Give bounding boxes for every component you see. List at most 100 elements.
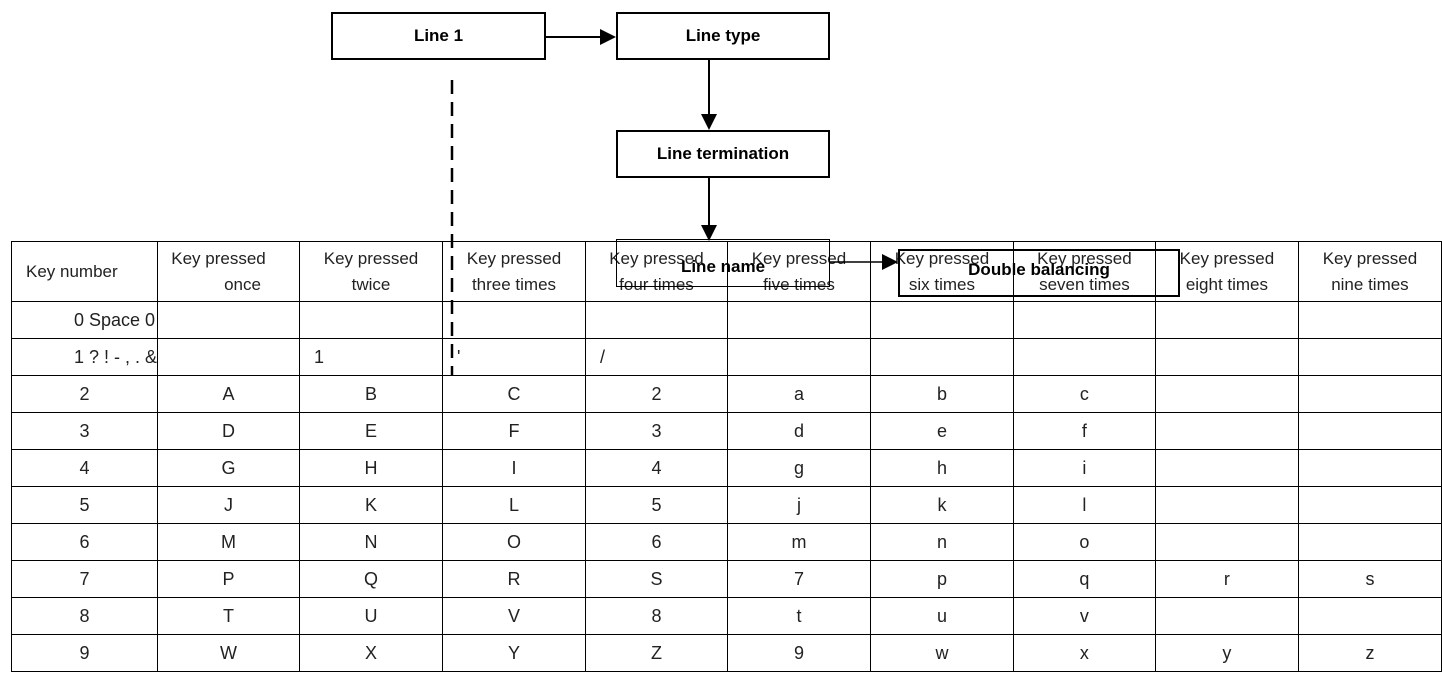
table-cell bbox=[1154, 412, 1299, 450]
table-header-cell: Key pressed twice bbox=[299, 241, 443, 302]
header-line-1: Key pressed bbox=[1322, 248, 1418, 268]
table-cell bbox=[1297, 523, 1442, 561]
table-cell bbox=[1297, 338, 1442, 376]
table-cell: 5 bbox=[10, 486, 159, 524]
table-cell: 6 bbox=[584, 523, 728, 561]
table-cell: s bbox=[1297, 560, 1442, 598]
table-cell: P bbox=[157, 560, 301, 598]
box-line-termination-label: Line termination bbox=[656, 144, 790, 163]
header-line-2: twice bbox=[351, 274, 391, 294]
table-cell bbox=[1154, 338, 1299, 376]
table-cell: d bbox=[726, 412, 871, 450]
table-cell bbox=[1154, 523, 1299, 561]
table-cell: O bbox=[442, 523, 586, 561]
table-cell: J bbox=[157, 486, 301, 524]
table-cell bbox=[1154, 449, 1299, 487]
table-cell: Z bbox=[584, 634, 728, 672]
table-cell: 8 bbox=[10, 597, 159, 635]
table-cell: U bbox=[299, 597, 443, 635]
table-cell: 8 bbox=[584, 597, 728, 635]
table-cell: H bbox=[299, 449, 443, 487]
table-cell: W bbox=[157, 634, 301, 672]
table-cell: t bbox=[726, 597, 871, 635]
table-cell: h bbox=[869, 449, 1014, 487]
arrowhead-line1-to-linetype bbox=[600, 29, 616, 45]
header-line-1: Key pressed bbox=[171, 248, 266, 268]
header-line-2: four times bbox=[619, 274, 694, 294]
header-line-2: once bbox=[224, 274, 261, 294]
table-cell: p bbox=[869, 560, 1014, 598]
header-line-2: nine times bbox=[1331, 274, 1409, 294]
table-cell: A bbox=[157, 375, 301, 413]
table-cell: M bbox=[157, 523, 301, 561]
table-cell: w bbox=[869, 634, 1014, 672]
table-cell: ' bbox=[442, 338, 586, 376]
header-line-2: six times bbox=[908, 274, 975, 294]
table-cell bbox=[157, 338, 301, 376]
table-cell: 1 bbox=[299, 338, 443, 376]
table-cell: E bbox=[299, 412, 443, 450]
table-cell: B bbox=[299, 375, 443, 413]
table-cell: T bbox=[157, 597, 301, 635]
table-cell: Q bbox=[299, 560, 443, 598]
table-cell: 9 bbox=[726, 634, 871, 672]
table-cell: 4 bbox=[10, 449, 159, 487]
table-cell: 3 bbox=[584, 412, 728, 450]
table-cell: n bbox=[869, 523, 1014, 561]
box-line-name: Line name bbox=[616, 239, 830, 287]
table-cell bbox=[1297, 301, 1442, 339]
table-cell: b bbox=[869, 375, 1014, 413]
table-cell: 7 bbox=[726, 560, 871, 598]
table-cell bbox=[1154, 301, 1299, 339]
table-cell: 2 bbox=[584, 375, 728, 413]
table-cell bbox=[1154, 597, 1299, 635]
table-cell: i bbox=[1012, 449, 1156, 487]
table-cell: C bbox=[442, 375, 586, 413]
table-cell: r bbox=[1154, 560, 1299, 598]
table-cell bbox=[1297, 412, 1442, 450]
box-line-1-label: Line 1 bbox=[413, 26, 464, 45]
table-cell bbox=[726, 338, 871, 376]
table-row: 1 ? ! - , . &1'/ bbox=[10, 338, 1442, 376]
table-header-cell: Key pressed five times bbox=[726, 241, 871, 302]
table-header-cell: Key number bbox=[10, 241, 159, 302]
table-cell: a bbox=[726, 375, 871, 413]
table-cell: 2 bbox=[10, 375, 159, 413]
table-cell: m bbox=[726, 523, 871, 561]
header-line-1: Key pressed bbox=[323, 248, 419, 268]
table-cell bbox=[869, 301, 1014, 339]
table-cell bbox=[869, 338, 1014, 376]
table-header-cell: Key pressed once bbox=[157, 241, 301, 302]
table-cell bbox=[1012, 301, 1156, 339]
box-double-balancing-label: Double balancing bbox=[968, 260, 1110, 279]
box-line-termination: Line termination bbox=[616, 130, 830, 178]
table-cell bbox=[1297, 449, 1442, 487]
table-cell: F bbox=[442, 412, 586, 450]
table-cell bbox=[1154, 486, 1299, 524]
table-cell: D bbox=[157, 412, 301, 450]
table-cell: c bbox=[1012, 375, 1156, 413]
table-cell: 7 bbox=[10, 560, 159, 598]
header-line-2: five times bbox=[763, 274, 835, 294]
box-line-1: Line 1 bbox=[331, 12, 546, 60]
table-cell bbox=[1012, 338, 1156, 376]
table-cell: l bbox=[1012, 486, 1156, 524]
table-cell: x bbox=[1012, 634, 1156, 672]
box-double-balancing: Double balancing bbox=[898, 249, 1180, 297]
header-line-1: Key pressed bbox=[894, 248, 990, 268]
table-cell: V bbox=[442, 597, 586, 635]
header-line-1: Key pressed bbox=[751, 248, 847, 268]
table-cell: v bbox=[1012, 597, 1156, 635]
table-cell: 9 bbox=[10, 634, 159, 672]
table-cell: z bbox=[1297, 634, 1442, 672]
table-header-cell: Key pressed nine times bbox=[1297, 241, 1442, 302]
table-cell bbox=[299, 301, 443, 339]
header-line-1: Key number bbox=[26, 261, 118, 281]
table-cell: f bbox=[1012, 412, 1156, 450]
table-cell: 6 bbox=[10, 523, 159, 561]
table-cell: R bbox=[442, 560, 586, 598]
